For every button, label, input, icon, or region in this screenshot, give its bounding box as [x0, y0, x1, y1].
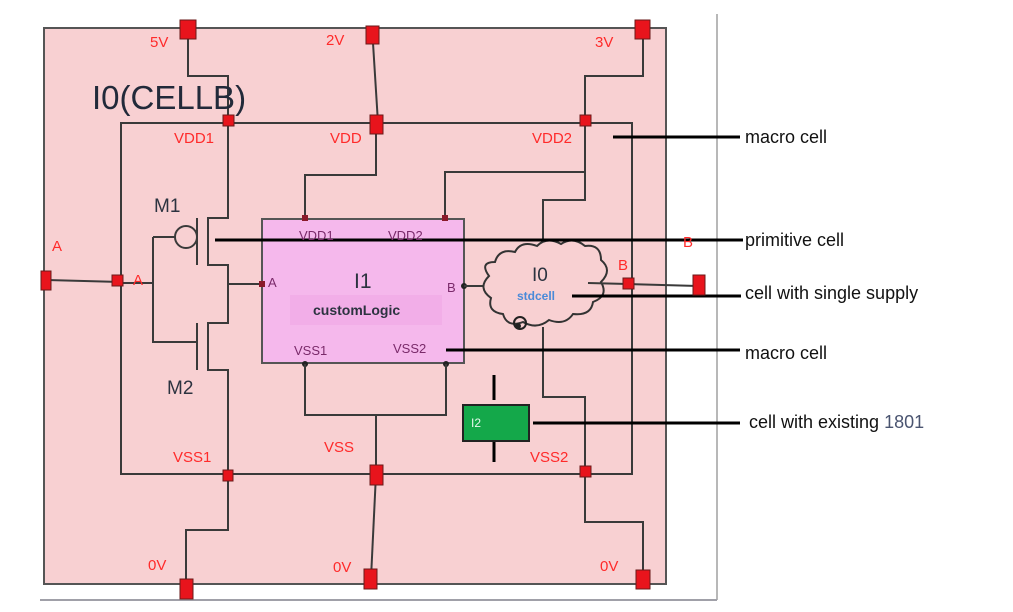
label-vss2: VSS2 — [530, 449, 568, 466]
label-b-inner: B — [618, 257, 628, 274]
label-vss: VSS — [324, 439, 354, 456]
pad-a-outer[interactable] — [40, 270, 52, 291]
pad-vss1-node[interactable] — [222, 469, 234, 482]
label-m1: M1 — [154, 196, 180, 217]
i1-label-vss1: VSS1 — [294, 343, 327, 358]
wire-vss-0v — [370, 473, 377, 579]
label-b-outer: B — [683, 234, 693, 251]
pad-vdd-node[interactable] — [369, 114, 384, 135]
label-a-outer: A — [52, 238, 62, 255]
wire-m-output-down — [207, 284, 229, 474]
label-vdd: VDD — [330, 130, 362, 147]
wire-vdd2-i0 — [542, 172, 586, 250]
wire-vdd2-i1 — [444, 123, 586, 218]
wire-a-in — [46, 279, 122, 283]
label-0v-mid: 0V — [333, 559, 351, 576]
label-vdd1: VDD1 — [174, 130, 214, 147]
i0-small-dot — [515, 323, 521, 329]
pad-3v[interactable] — [634, 19, 651, 40]
pad-vdd1-node[interactable] — [222, 114, 235, 127]
wire-b-out — [627, 283, 699, 287]
i1-macro-cell[interactable] — [261, 218, 465, 364]
label-a-inner: A — [133, 272, 143, 289]
wire-vss2-0v — [584, 474, 644, 580]
wire-i0-vss2 — [542, 327, 586, 474]
annotation-existing-text: cell with existing — [749, 412, 879, 432]
pad-vss-node[interactable] — [369, 464, 384, 486]
pad-vss2-node[interactable] — [579, 465, 592, 478]
pad-a-inner[interactable] — [111, 274, 124, 287]
label-vss1: VSS1 — [173, 449, 211, 466]
i1-cell-name: customLogic — [313, 302, 400, 318]
annotation-macro-cell-1: macro cell — [745, 127, 827, 147]
annotation-single-supply: cell with single supply — [745, 283, 918, 303]
pad-5v[interactable] — [179, 19, 197, 40]
label-vdd2: VDD2 — [532, 130, 572, 147]
annotation-primitive-cell: primitive cell — [745, 230, 844, 250]
label-0v-right: 0V — [600, 558, 618, 575]
wire-gate-bus — [152, 237, 196, 343]
pad-0v-mid[interactable] — [363, 568, 378, 590]
i0-cell-name: stdcell — [517, 289, 555, 303]
label-m2: M2 — [167, 378, 193, 399]
wire-5v-vdd1 — [187, 27, 229, 123]
pad-0v-left[interactable] — [179, 578, 194, 600]
i1-port-vdd2 — [442, 215, 448, 221]
i1-label-b: B — [447, 280, 456, 295]
i1-port-vdd1 — [302, 215, 308, 221]
pad-2v[interactable] — [365, 25, 380, 45]
label-0v-left: 0V — [148, 557, 166, 574]
i1-instance-name: I1 — [354, 270, 372, 293]
wire-vdd-i1 — [304, 123, 377, 218]
pad-vdd2-node[interactable] — [579, 114, 592, 127]
cell-title: I0(CELLB) — [92, 79, 246, 116]
label-2v: 2V — [326, 32, 344, 49]
pad-b-outer[interactable] — [692, 274, 706, 296]
i0-small-loop — [513, 316, 527, 330]
i1-inner-highlight — [290, 295, 442, 325]
pad-b-inner[interactable] — [622, 277, 635, 290]
wire-vss1-0v — [185, 474, 229, 588]
label-5v: 5V — [150, 34, 168, 51]
i1-label-vdd2: VDD2 — [388, 228, 423, 243]
i0-stdcell-cloud[interactable] — [482, 239, 608, 327]
annotation-macro-cell-2: macro cell — [745, 343, 827, 363]
i0-instance-name: I0 — [532, 265, 548, 286]
i1-label-vdd1: VDD1 — [299, 228, 334, 243]
i2-green-cell[interactable] — [462, 404, 530, 442]
pad-0v-right[interactable] — [635, 569, 651, 590]
i1-label-vss2: VSS2 — [393, 341, 426, 356]
wire-i0-b — [587, 282, 629, 285]
i1-port-a — [259, 281, 265, 287]
i1-label-a: A — [268, 275, 277, 290]
label-3v: 3V — [595, 34, 613, 51]
i2-instance-name: I2 — [471, 416, 481, 430]
wire-3v-vdd2 — [584, 27, 644, 123]
annotation-existing-number: 1801 — [884, 412, 924, 432]
